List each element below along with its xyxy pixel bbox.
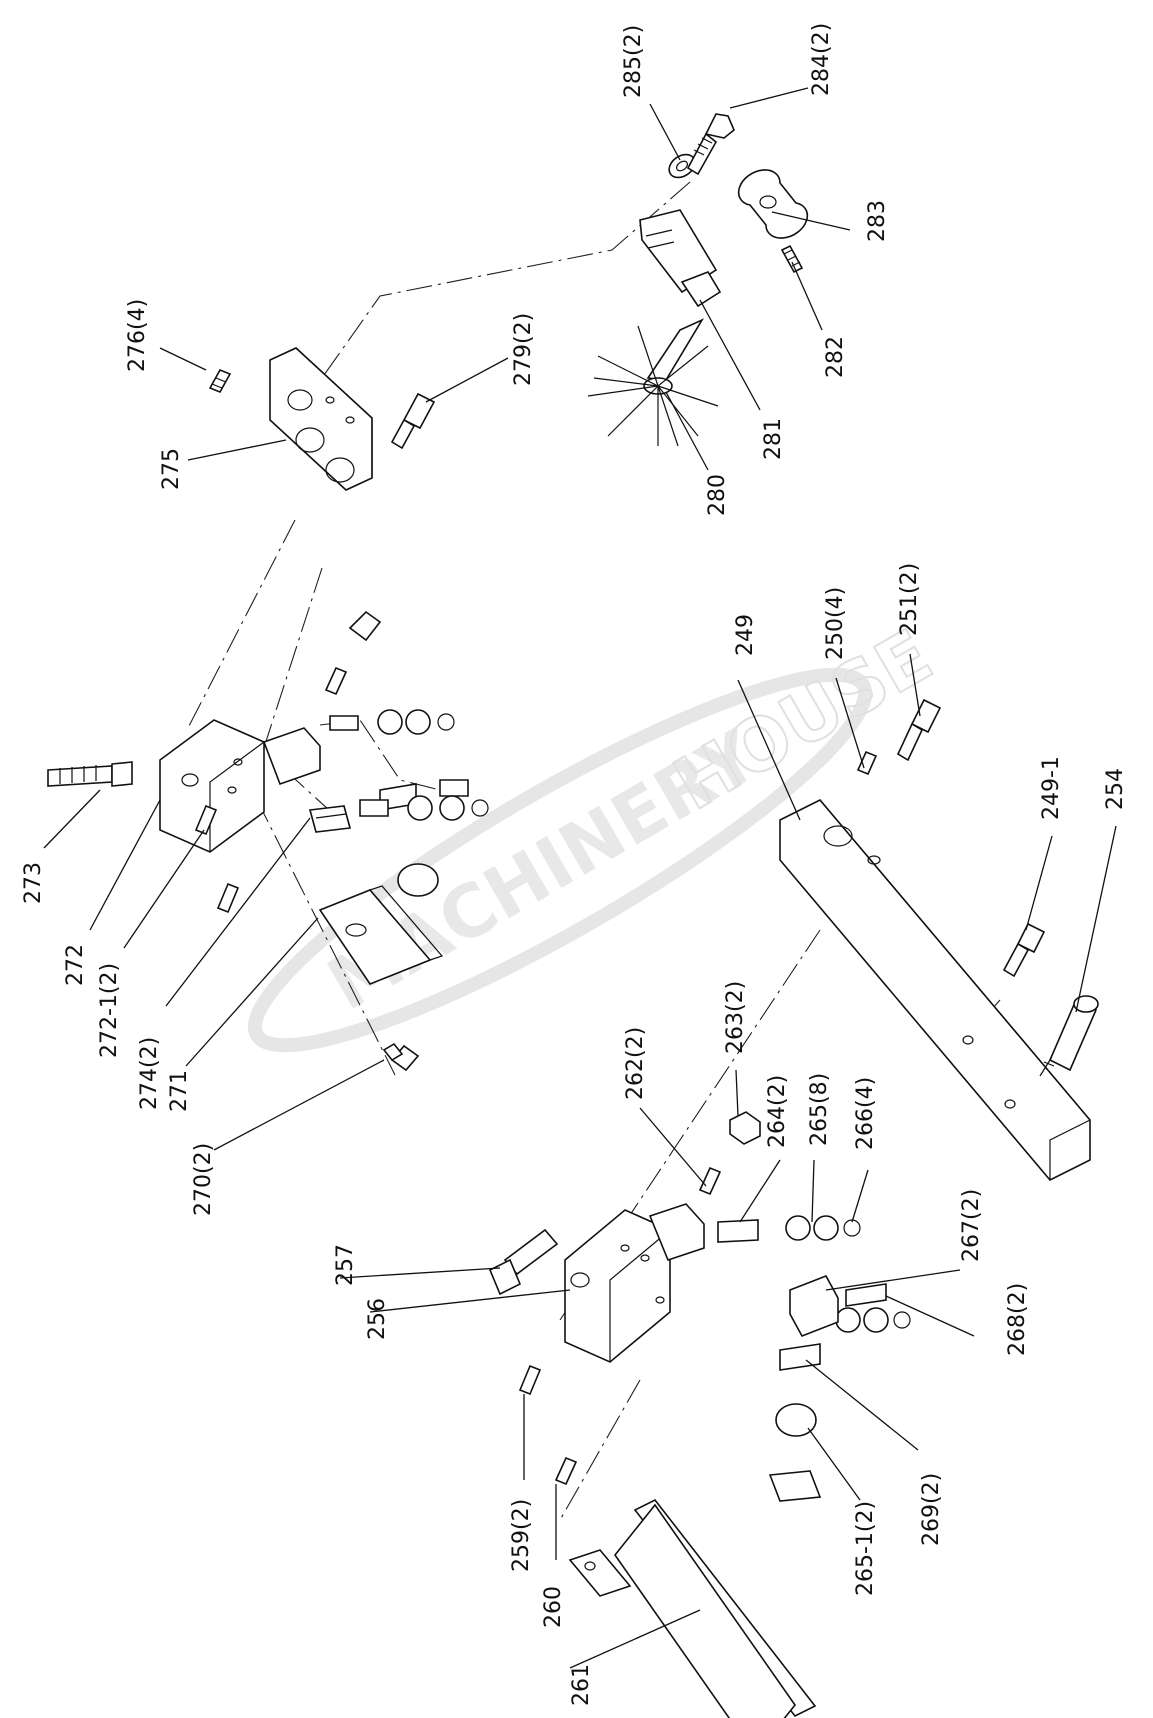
- part-249-1-capscrew: [1002, 922, 1046, 978]
- part-251-capscrew: [896, 698, 942, 762]
- part-254-fitting: [1039, 995, 1099, 1077]
- label-256: 256: [365, 1298, 390, 1340]
- label-282: 282: [823, 336, 848, 378]
- label-271: 271: [167, 1070, 192, 1112]
- label-267: 267(2): [959, 1189, 984, 1262]
- label-249: 249: [733, 614, 758, 656]
- part-280-brush: [587, 318, 719, 447]
- label-276: 276(4): [125, 299, 150, 372]
- centerline-screws-272: [259, 567, 323, 761]
- part-284-bolt: [686, 113, 735, 176]
- part-257-elbow: [488, 1228, 559, 1296]
- part-270-screw: [382, 1042, 420, 1072]
- part-272-shafts-and-bearings: [329, 709, 489, 897]
- part-275-block: [269, 347, 373, 491]
- part-282-setscrew: [780, 244, 804, 274]
- part-264-shaft: [717, 1219, 759, 1243]
- part-256-block: [564, 1203, 705, 1363]
- label-274: 274(2): [137, 1037, 162, 1110]
- label-273: 273: [21, 862, 46, 904]
- part-283-collar: [737, 169, 809, 239]
- label-251: 251(2): [897, 563, 922, 636]
- label-265-1: 265-1(2): [853, 1501, 878, 1596]
- label-279: 279(2): [511, 313, 536, 386]
- label-254: 254: [1103, 768, 1128, 810]
- label-250: 250(4): [823, 587, 848, 660]
- part-pad-256: [768, 1470, 822, 1502]
- label-285: 285(2): [621, 25, 646, 98]
- part-273-hose-fitting: [47, 761, 133, 787]
- label-268: 268(2): [1005, 1283, 1030, 1356]
- part-272-block: [159, 719, 321, 853]
- label-272: 272: [63, 944, 88, 986]
- label-261: 261: [569, 1664, 594, 1706]
- centerline-275-272: [187, 519, 296, 729]
- part-276-setscrew: [208, 368, 232, 394]
- centerline-271: [237, 761, 396, 1076]
- label-257: 257: [333, 1244, 358, 1286]
- label-275: 275: [159, 448, 184, 490]
- label-270: 270(2): [191, 1143, 216, 1216]
- centerline-256-261: [559, 1379, 641, 1521]
- part-250-setscrew: [856, 750, 878, 776]
- label-260: 260: [541, 1586, 566, 1628]
- top-screws-272: [324, 610, 382, 696]
- label-263: 263(2): [723, 981, 748, 1054]
- leader-lines: [43, 87, 1117, 1669]
- part-268-screw: [845, 1283, 887, 1307]
- label-272-1: 272-1(2): [97, 963, 122, 1058]
- part-267-block: [789, 1274, 839, 1338]
- label-280: 280: [705, 474, 730, 516]
- part-271-clip: [318, 885, 444, 985]
- part-262-setscrew: [698, 1166, 722, 1196]
- label-264: 264(2): [765, 1075, 790, 1148]
- label-259: 259(2): [509, 1499, 534, 1572]
- part-265-bearings: [785, 1215, 911, 1333]
- part-259-setscrew: [518, 1364, 542, 1396]
- part-labels: 285(2) 284(2) 283 282 281 280 279(2) 276…: [21, 23, 1128, 1706]
- label-281: 281: [761, 418, 786, 460]
- label-283: 283: [865, 200, 890, 242]
- part-279-capscrew: [390, 392, 436, 450]
- label-265: 265(8): [807, 1073, 832, 1146]
- label-262: 262(2): [623, 1027, 648, 1100]
- part-265-1-bearing: [775, 1403, 817, 1437]
- part-263-nut: [729, 1111, 761, 1145]
- label-266: 266(4): [853, 1077, 878, 1150]
- part-274-pad: [308, 805, 352, 833]
- watermark-suffix: HOUSE: [660, 613, 945, 826]
- part-249-bar: [779, 799, 1091, 1181]
- label-249-1: 249-1: [1039, 756, 1064, 820]
- label-284: 284(2): [809, 23, 834, 96]
- part-260-screw: [554, 1456, 578, 1486]
- part-281-bracket: [639, 209, 722, 308]
- centerline-upper: [311, 181, 691, 471]
- label-269: 269(2): [919, 1473, 944, 1546]
- part-261-plate: [568, 1498, 817, 1718]
